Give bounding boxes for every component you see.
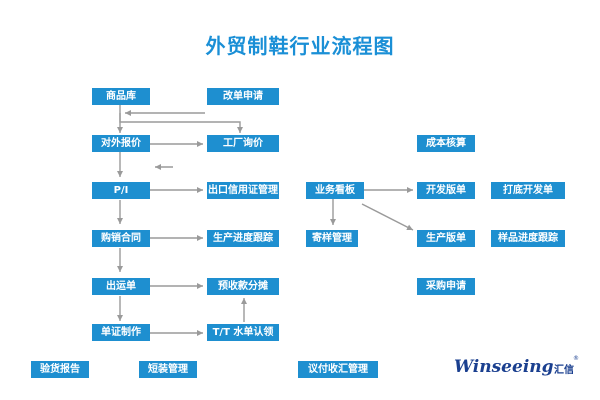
arrow-product-to-factory-inquiry [119,113,243,133]
box-proofing-development-order: 打底开发单 [491,182,565,199]
logo-cn-text: 汇信 [554,365,574,376]
box-sample-management: 寄样管理 [306,230,358,247]
box-business-board: 业务看板 [306,182,364,199]
box-product-library: 商品库 [92,88,150,105]
box-document-making: 单证制作 [92,324,150,341]
logo-wordmark: Winseeing [454,357,554,377]
winseeing-logo: Winseeing 汇信 ® [454,355,584,381]
box-pi: P/I [92,182,150,199]
logo-registered-mark: ® [573,355,579,362]
box-cost-accounting: 成本核算 [417,135,475,152]
box-export-lc-management: 出口信用证管理 [207,182,279,199]
box-short-shipment-management: 短装管理 [139,361,197,378]
box-production-order: 生产版单 [417,230,475,247]
box-tt-remittance-claim: T/T 水单认领 [207,324,279,341]
page-title: 外贸制鞋行业流程图 [205,34,395,58]
box-advance-payment-allocation: 预收款分摊 [207,278,279,295]
box-sample-progress-tracking: 样品进度跟踪 [491,230,565,247]
box-shipping-order: 出运单 [92,278,150,295]
box-purchase-request: 采购申请 [417,278,475,295]
box-payment-collection-management: 议付收汇管理 [298,361,378,378]
box-factory-inquiry: 工厂询价 [207,135,279,152]
box-sales-contract: 购销合同 [92,230,150,247]
box-external-quote: 对外报价 [92,135,150,152]
box-production-progress-tracking: 生产进度跟踪 [207,230,279,247]
box-inspection-report: 验货报告 [31,361,89,378]
box-development-order: 开发版单 [417,182,475,199]
box-change-order-request: 改单申请 [207,88,279,105]
arrow-board-to-production-order [361,203,414,231]
